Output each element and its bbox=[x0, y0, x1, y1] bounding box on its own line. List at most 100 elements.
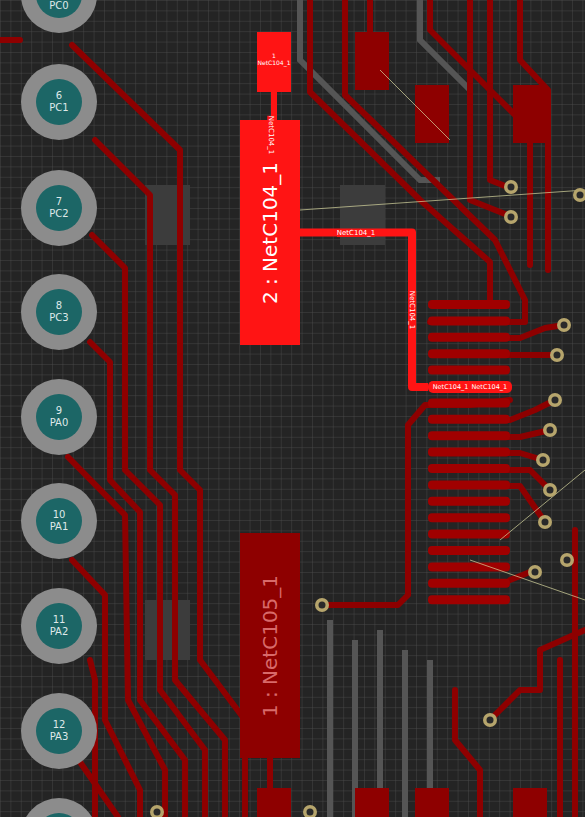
pin-name: PA0 bbox=[50, 417, 69, 429]
pad-core: 12PA3 bbox=[36, 708, 82, 754]
pin-name: PA2 bbox=[50, 626, 69, 638]
pin-pad: 10PA1 bbox=[21, 483, 97, 559]
pad-core: 10PA1 bbox=[36, 498, 82, 544]
pin-name: PA1 bbox=[50, 521, 69, 533]
ic-pad bbox=[428, 579, 510, 588]
smd-pad: 1NetC104_1 bbox=[257, 32, 291, 92]
via bbox=[543, 483, 557, 497]
via bbox=[550, 348, 564, 362]
ic-pad bbox=[428, 480, 510, 489]
via bbox=[150, 805, 164, 817]
via bbox=[483, 713, 497, 727]
pad-net-label: 1 : NetC105_1 bbox=[258, 574, 282, 716]
pad-net-label: NetC104_1 bbox=[433, 383, 469, 391]
via bbox=[504, 180, 518, 194]
bottom-pad bbox=[21, 798, 97, 817]
ic-pad bbox=[428, 316, 510, 325]
ic-pad bbox=[428, 546, 510, 555]
pin-name: PC2 bbox=[49, 208, 68, 220]
pin-pad: 9PA0 bbox=[21, 379, 97, 455]
via bbox=[303, 805, 317, 817]
smd-pads bbox=[257, 32, 547, 817]
trace-net-label: NetC104_1 bbox=[337, 229, 376, 237]
ic-pin-pad: NetC104_1NetC104_1 bbox=[428, 381, 512, 393]
pad-net-label: NetC104_1 bbox=[472, 383, 508, 391]
pin-number: 11 bbox=[53, 614, 66, 626]
via-hole bbox=[307, 809, 314, 816]
ic-pad bbox=[428, 333, 510, 342]
pin-name: PC1 bbox=[49, 102, 68, 114]
trace-net-label: NetC104_1 bbox=[408, 291, 416, 330]
via bbox=[560, 553, 574, 567]
ic-pad bbox=[428, 530, 510, 539]
ic-pad bbox=[428, 431, 510, 440]
via bbox=[548, 393, 562, 407]
trace-net-label: NetC104_1 bbox=[267, 116, 275, 155]
via-hole bbox=[319, 602, 326, 609]
ic-pad bbox=[428, 562, 510, 571]
pad-net-label: 2 : NetC104_1 bbox=[258, 161, 282, 303]
pin-pad: 6PC1 bbox=[21, 64, 97, 140]
via-hole bbox=[542, 519, 549, 526]
grey-traces bbox=[300, 0, 470, 817]
pad-core: 8PC3 bbox=[36, 289, 82, 335]
via-hole bbox=[547, 427, 554, 434]
via bbox=[528, 565, 542, 579]
pin-pad: PC0 bbox=[21, 0, 97, 33]
via-hole bbox=[532, 569, 539, 576]
ic-pad bbox=[428, 448, 510, 457]
pin-name: PC3 bbox=[49, 312, 68, 324]
via bbox=[543, 423, 557, 437]
pin-number: 10 bbox=[53, 509, 66, 521]
smd-pad: 1 : NetC105_1 bbox=[240, 533, 300, 758]
via-hole bbox=[508, 184, 515, 191]
pin-name: PA3 bbox=[50, 731, 69, 743]
pin-pad: 8PC3 bbox=[21, 274, 97, 350]
ic-pad bbox=[428, 464, 510, 473]
ic-pad bbox=[428, 595, 510, 604]
pad-core: 9PA0 bbox=[36, 394, 82, 440]
via-hole bbox=[154, 809, 161, 816]
ic-pad bbox=[428, 300, 510, 309]
via bbox=[536, 453, 550, 467]
pin-number: 12 bbox=[53, 719, 66, 731]
ic-pad bbox=[428, 366, 510, 375]
pin-pad: 11PA2 bbox=[21, 588, 97, 664]
net-trace bbox=[300, 233, 428, 388]
via-hole bbox=[561, 322, 568, 329]
pin-pad: 7PC2 bbox=[21, 170, 97, 246]
pad-core: 6PC1 bbox=[36, 79, 82, 125]
pad-core: PC0 bbox=[36, 0, 82, 18]
via bbox=[573, 188, 585, 202]
via-hole bbox=[554, 352, 561, 359]
pin-number: 8 bbox=[56, 300, 62, 312]
ic-pad bbox=[428, 513, 510, 522]
pad-number: 1 bbox=[272, 52, 276, 59]
pin-name: PC0 bbox=[49, 0, 68, 12]
ic-pad bbox=[428, 398, 510, 407]
via-hole bbox=[564, 557, 571, 564]
ic-pad bbox=[428, 497, 510, 506]
via bbox=[557, 318, 571, 332]
pin-number: 7 bbox=[56, 196, 62, 208]
ic-pad bbox=[428, 415, 510, 424]
via-hole bbox=[540, 457, 547, 464]
via bbox=[504, 210, 518, 224]
via-hole bbox=[577, 192, 584, 199]
pad-net-label: NetC104_1 bbox=[258, 59, 291, 66]
via-hole bbox=[508, 214, 515, 221]
pin-number: 6 bbox=[56, 90, 62, 102]
ic-pad bbox=[428, 349, 510, 358]
via bbox=[315, 598, 329, 612]
ratsnest bbox=[300, 70, 585, 600]
pad-core: 11PA2 bbox=[36, 603, 82, 649]
pin-number: 9 bbox=[56, 405, 62, 417]
vias bbox=[150, 180, 585, 817]
via-hole bbox=[547, 487, 554, 494]
via-hole bbox=[487, 717, 494, 724]
pin-pad: 12PA3 bbox=[21, 693, 97, 769]
via bbox=[538, 515, 552, 529]
